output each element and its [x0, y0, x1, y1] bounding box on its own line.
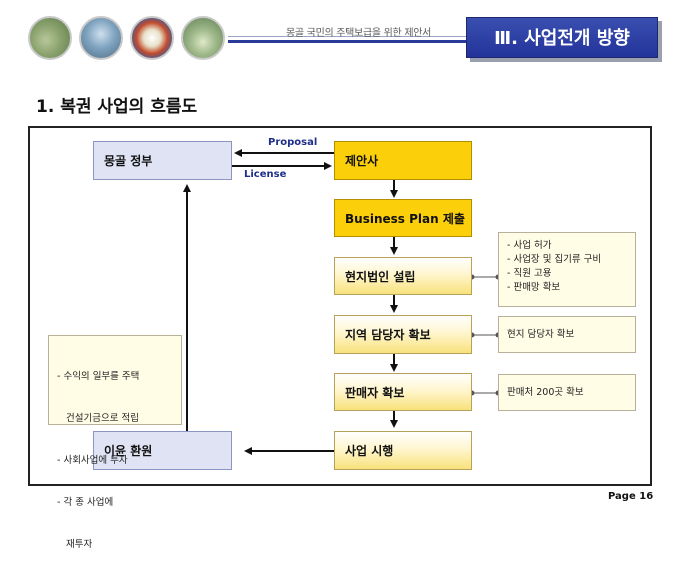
box-proposer: 제안사	[334, 141, 472, 180]
box-business-plan-label: Business Plan 제출	[345, 211, 465, 226]
header-subtitle: 몽골 국민의 주택보급을 위한 제안서	[286, 28, 432, 39]
note-local-corporation: - 사업 허가 - 사업장 및 집기류 구비 - 직원 고용 - 판매망 확보	[498, 232, 636, 307]
box-business-plan: Business Plan 제출	[334, 199, 472, 237]
page-number: Page 16	[608, 491, 654, 502]
note-item: - 직원 고용	[507, 268, 552, 279]
note-regional-manager: 현지 담당자 확보	[498, 316, 636, 353]
box-regional-manager-label: 지역 담당자 확보	[345, 328, 431, 342]
box-regional-manager: 지역 담당자 확보	[334, 315, 472, 354]
box-profit-return-label: 이윤 환원	[104, 444, 153, 458]
box-seller: 판매자 확보	[334, 373, 472, 411]
proposal-label: Proposal	[268, 137, 318, 148]
header-rule-thin	[228, 36, 468, 37]
note-item: - 사업장 및 집기류 구비	[507, 254, 602, 265]
note-profit-return: - 수익의 일부를 주택 건설기금으로 적립 - 사회사업에 투자 - 각 종 …	[48, 335, 182, 550]
header-rule	[228, 40, 468, 43]
chapter-title: Ⅲ. 사업전개 방향	[466, 17, 658, 58]
flowchart-connectors	[183, 149, 501, 455]
license-label: License	[244, 169, 287, 180]
box-mongolia-government: 몽골 정부	[93, 141, 232, 180]
header-photo-emblem	[130, 16, 174, 60]
header-photo-nature	[181, 16, 225, 60]
box-proposer-label: 제안사	[345, 154, 379, 168]
note-seller-text: 판매처 200곳 확보	[507, 386, 584, 398]
note-item: - 수익의 일부를 주택	[57, 371, 140, 382]
note-item: 건설기금으로 적립	[57, 413, 139, 424]
box-local-corporation-label: 현지법인 설립	[345, 269, 416, 284]
note-seller: 판매처 200곳 확보	[498, 374, 636, 411]
box-seller-label: 판매자 확보	[345, 385, 405, 400]
note-regional-manager-text: 현지 담당자 확보	[507, 328, 575, 340]
box-execution-label: 사업 시행	[345, 444, 394, 458]
box-mongolia-government-label: 몽골 정부	[104, 154, 153, 168]
box-local-corporation: 현지법인 설립	[334, 257, 472, 295]
note-item: - 판매망 확보	[507, 282, 561, 293]
header-photo-landscape	[28, 16, 72, 60]
section-title: 1. 복권 사업의 흐름도	[36, 97, 198, 117]
box-profit-return: 이윤 환원	[93, 431, 232, 470]
note-item: - 각 종 사업에	[57, 497, 114, 508]
note-item: 재투자	[57, 539, 93, 550]
note-item: - 사업 허가	[507, 240, 552, 251]
box-execution: 사업 시행	[334, 431, 472, 470]
note-item: - 사회사업에 투자	[57, 455, 128, 466]
header-photo-city	[79, 16, 123, 60]
